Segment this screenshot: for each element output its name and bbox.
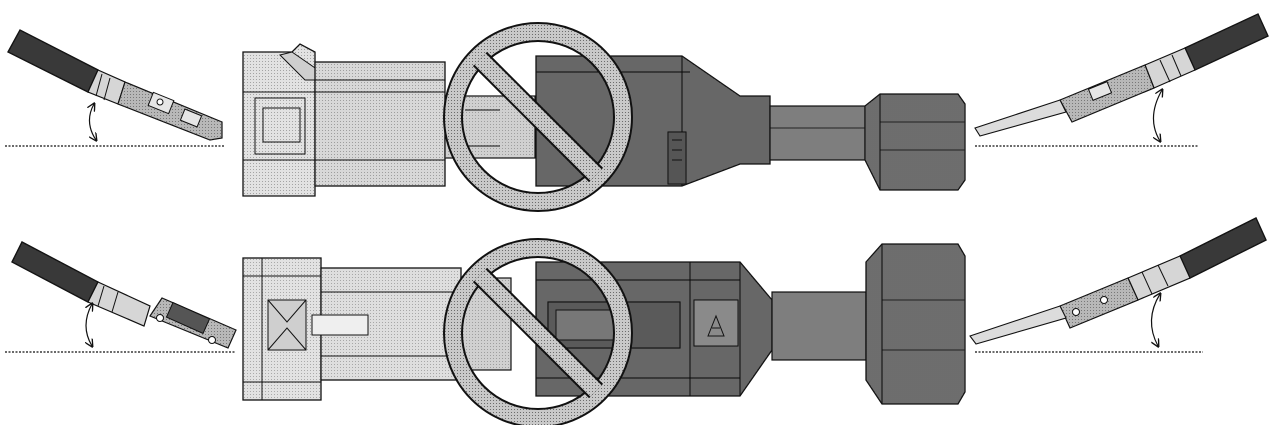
crimp: [87, 281, 151, 327]
angle-arrow-left-top: [89, 104, 96, 140]
angle-arrow-right-top: [1152, 90, 1162, 141]
female-terminal-left-bottom: [11, 241, 237, 349]
connector-housing-right: [535, 55, 966, 191]
male-terminal-right-bottom: [969, 217, 1267, 345]
female-terminal-left-top: [7, 29, 223, 141]
latch-symbol-icon: [707, 314, 725, 337]
prohibition-sign-bottom: [443, 238, 633, 425]
connector-bottom: [242, 238, 966, 425]
male-terminal-right-top: [974, 13, 1269, 137]
row-bottom: [5, 217, 1267, 425]
row-top: [5, 13, 1269, 212]
pin: [969, 305, 1067, 345]
connector-top: [242, 22, 966, 212]
angle-arrow-right-bottom: [1150, 294, 1160, 346]
pin: [974, 99, 1067, 137]
prohibition-sign-top: [443, 22, 633, 212]
angle-arrow-left-bottom: [86, 304, 92, 346]
crimp: [1127, 255, 1191, 301]
